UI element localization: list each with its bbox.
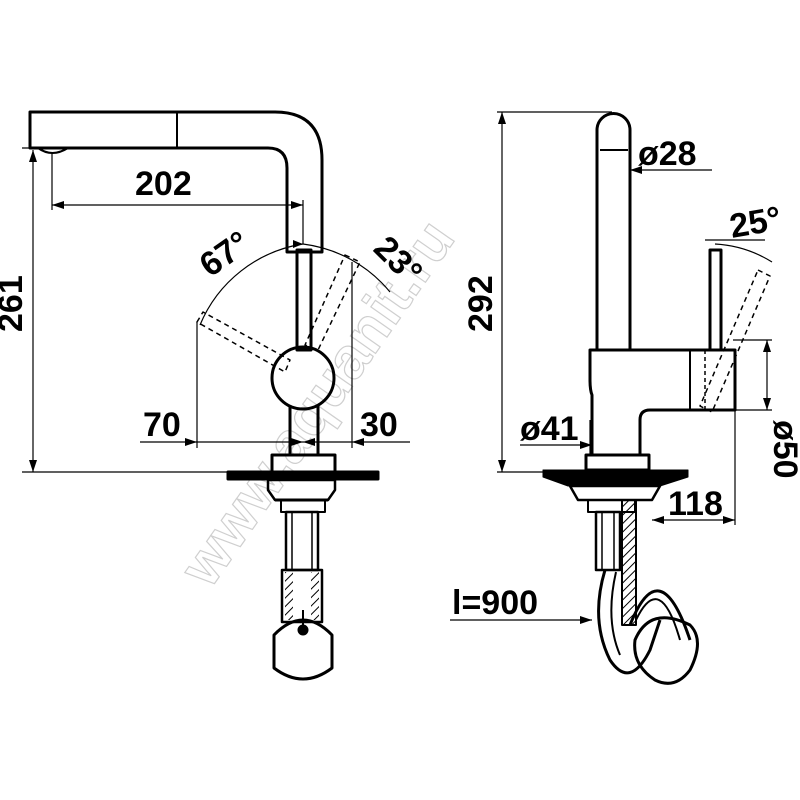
front-dim-height: 261 <box>0 275 30 332</box>
side-dim-base-diameter: ø41 <box>520 410 579 448</box>
side-dim-body-diameter: ø50 <box>766 420 800 479</box>
side-spout-pipe <box>595 112 632 352</box>
side-hose-weight <box>633 616 699 685</box>
side-base-collar <box>584 453 651 472</box>
front-offset-right: 30 <box>360 406 398 444</box>
front-offset-left: 70 <box>143 406 181 444</box>
front-deck <box>226 470 380 481</box>
side-lever <box>708 248 723 352</box>
side-view <box>542 112 773 685</box>
side-angle-lever: 25° <box>727 200 784 246</box>
front-view <box>28 110 391 681</box>
front-angle-left: 67° <box>193 224 257 285</box>
front-hose-weight <box>272 618 334 681</box>
front-dimension-arrows <box>29 150 364 472</box>
front-spout <box>28 110 324 254</box>
side-deck <box>542 469 689 487</box>
front-lever <box>295 248 313 352</box>
side-dimension-arrows <box>498 112 771 624</box>
side-dim-hose-length: l=900 <box>452 584 538 622</box>
side-dimension-lines <box>450 111 772 621</box>
side-dim-spout-diameter: ø28 <box>638 135 697 173</box>
side-dim-depth: 118 <box>668 485 723 523</box>
side-body <box>588 348 737 457</box>
front-dim-width: 202 <box>135 165 192 203</box>
front-dimension-lines <box>22 147 410 473</box>
front-body <box>270 345 336 411</box>
side-dim-height: 292 <box>462 275 500 332</box>
